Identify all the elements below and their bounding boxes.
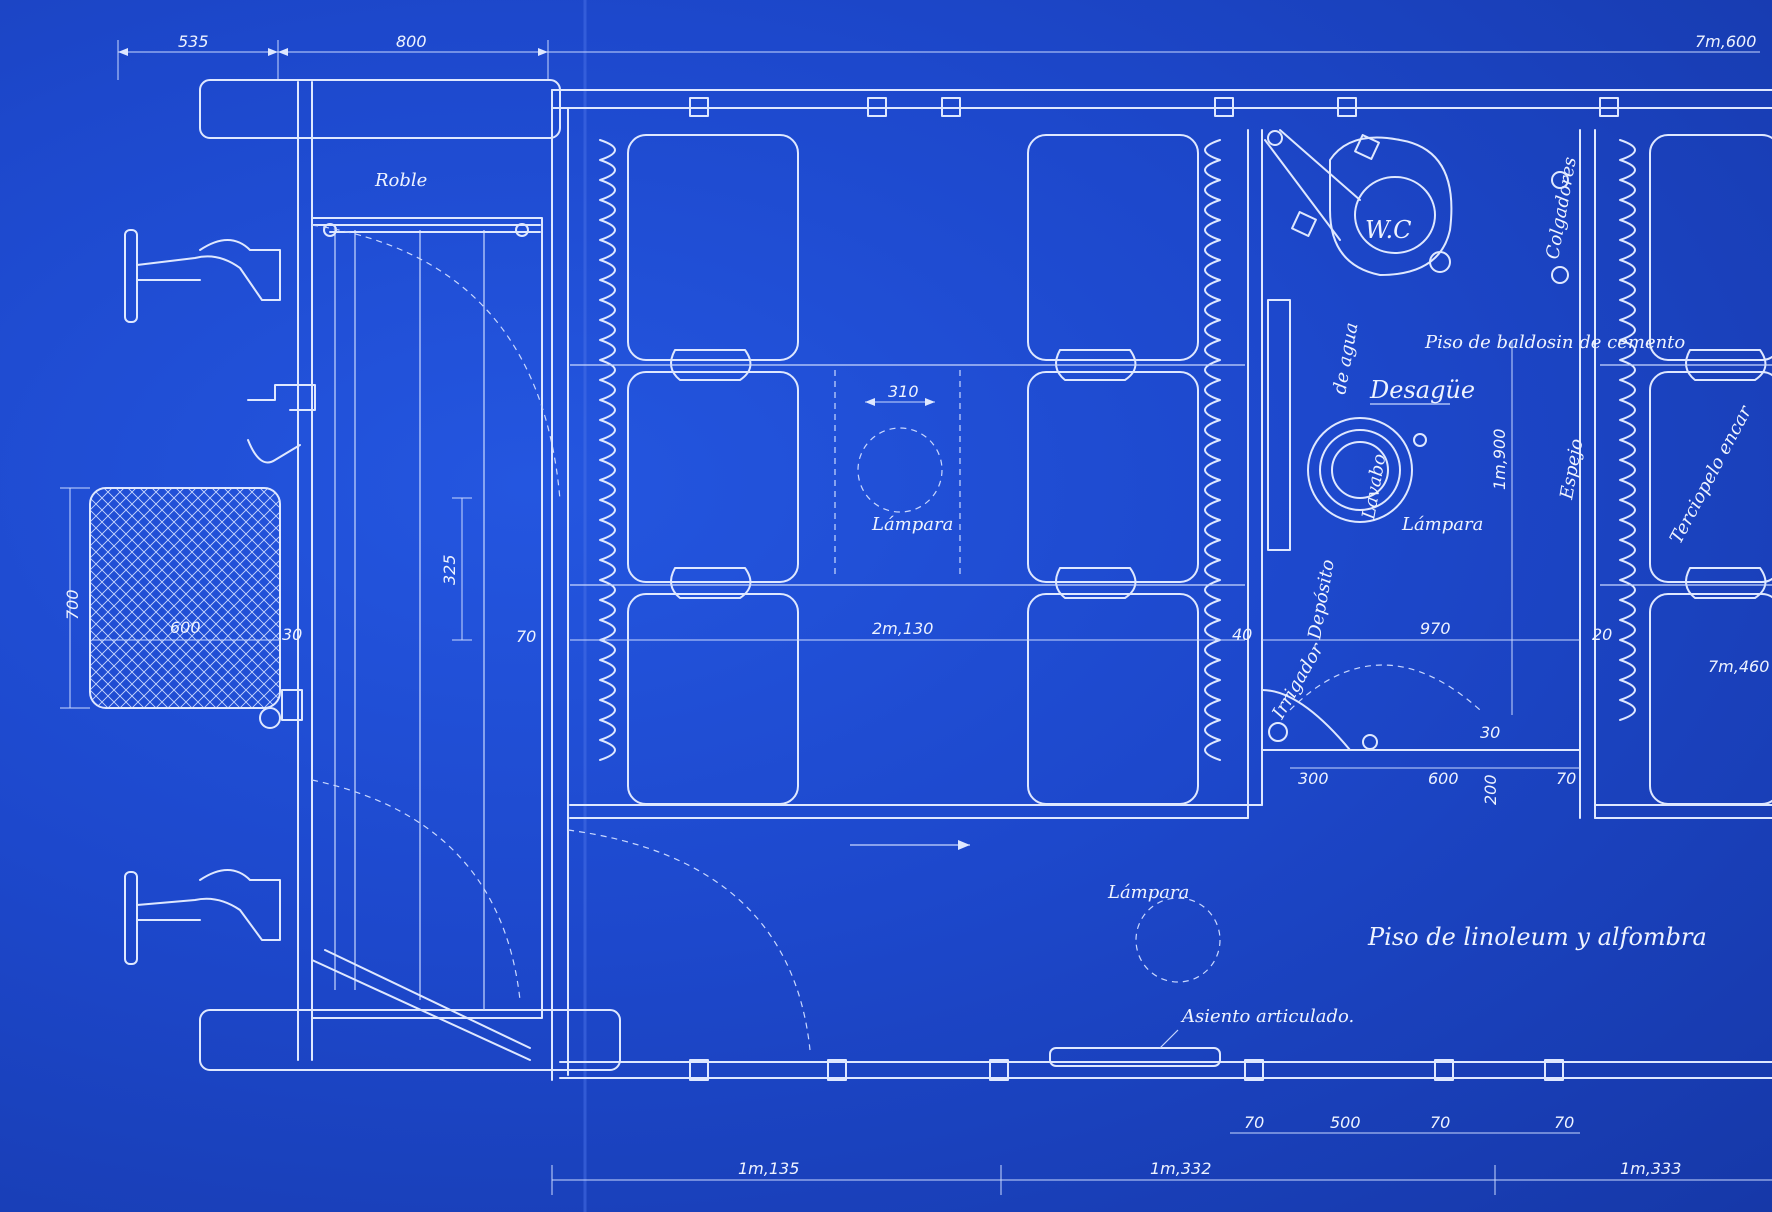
- buffer-top: [124, 229, 281, 323]
- compartment-partition: [569, 129, 1772, 819]
- dim-7460: 7m,460: [1708, 657, 1769, 676]
- dim-700-line: [60, 487, 90, 709]
- car-body-walls: [551, 89, 1772, 1081]
- lamp-circle-corridor: [1135, 897, 1221, 983]
- label-lavabo: Lavabo: [1358, 452, 1390, 522]
- dim-70-wall: 70: [516, 627, 536, 646]
- dim-1135: 1m,135: [738, 1159, 799, 1178]
- label-piso-baldosin: Piso de baldosin de cemento: [1424, 332, 1685, 353]
- label-irrigador: Irrigador: [1268, 639, 1329, 724]
- dim-70-lav: 70: [1556, 769, 1576, 788]
- lavatory: [1261, 129, 1481, 751]
- dim-325: 325: [440, 554, 459, 585]
- compartment-table: [834, 370, 961, 575]
- dim-970: 970: [1420, 619, 1451, 638]
- wc-bowl: [1329, 136, 1453, 276]
- label-espejo: Espejo: [1556, 437, 1587, 502]
- dim-600-lav: 600: [1428, 769, 1459, 788]
- dim-325-line: [452, 497, 472, 641]
- dim-800: 800: [396, 32, 427, 51]
- dim-7600: 7m,600: [1695, 32, 1756, 51]
- label-lampara-corridor: Lámpara: [1107, 882, 1189, 903]
- dim-200: 200: [1481, 774, 1500, 805]
- folding-seat: [1049, 1029, 1221, 1067]
- dim-1900: 1m,900: [1490, 429, 1509, 490]
- label-piso-linoleum: Piso de linoleum y alfombra: [1367, 923, 1707, 951]
- dim-310: 310: [888, 382, 919, 401]
- dim-500: 500: [1330, 1113, 1361, 1132]
- coupling-ring: [259, 707, 281, 729]
- dim-40: 40: [1232, 625, 1252, 644]
- dim-20: 20: [1592, 625, 1612, 644]
- washbasin: [1307, 417, 1413, 523]
- dim-70-win-b: 70: [1430, 1113, 1450, 1132]
- dim-30-plate: 30: [282, 625, 302, 644]
- armrests: [570, 349, 1772, 599]
- label-roble: Roble: [374, 170, 427, 191]
- irrigador-fixture: [1268, 722, 1288, 742]
- dim-1332: 1m,332: [1150, 1159, 1211, 1178]
- lamp-circle-compartment: [857, 427, 943, 513]
- seat-cushions: [627, 134, 1772, 805]
- corridor: [567, 829, 970, 1051]
- gangway-plate: [89, 487, 281, 709]
- label-wc: W.C: [1365, 216, 1411, 244]
- label-lampara-lavatory: Lámpara: [1401, 514, 1483, 535]
- seat-backs: [599, 139, 1636, 761]
- dim-70-win-a: 70: [1244, 1113, 1264, 1132]
- dim-2130: 2m,130: [872, 619, 933, 638]
- dim-30-lav: 30: [1480, 723, 1500, 742]
- label-terciopelo: Terciopelo encar: [1666, 401, 1757, 547]
- label-de-agua: de agua: [1329, 321, 1362, 396]
- dim-700: 700: [63, 589, 82, 620]
- dim-535: 535: [178, 32, 209, 51]
- dim-310-line: [865, 398, 935, 406]
- buffer-bottom: [124, 869, 281, 965]
- dim-1333: 1m,333: [1620, 1159, 1681, 1178]
- top-dimension-line: [117, 40, 1760, 80]
- dim-70-win-c: 70: [1554, 1113, 1574, 1132]
- label-deposito: Depósito: [1304, 558, 1339, 642]
- label-desague: Desagüe: [1369, 376, 1475, 404]
- dim-300: 300: [1298, 769, 1329, 788]
- label-lampara-compartment: Lámpara: [871, 514, 953, 535]
- label-asiento: Asiento articulado.: [1180, 1006, 1354, 1027]
- coupling-hook-upper: [247, 384, 316, 411]
- dim-600-plate: 600: [170, 618, 201, 637]
- vestibule: [311, 217, 561, 1061]
- hooks-colgadores: [1551, 171, 1569, 284]
